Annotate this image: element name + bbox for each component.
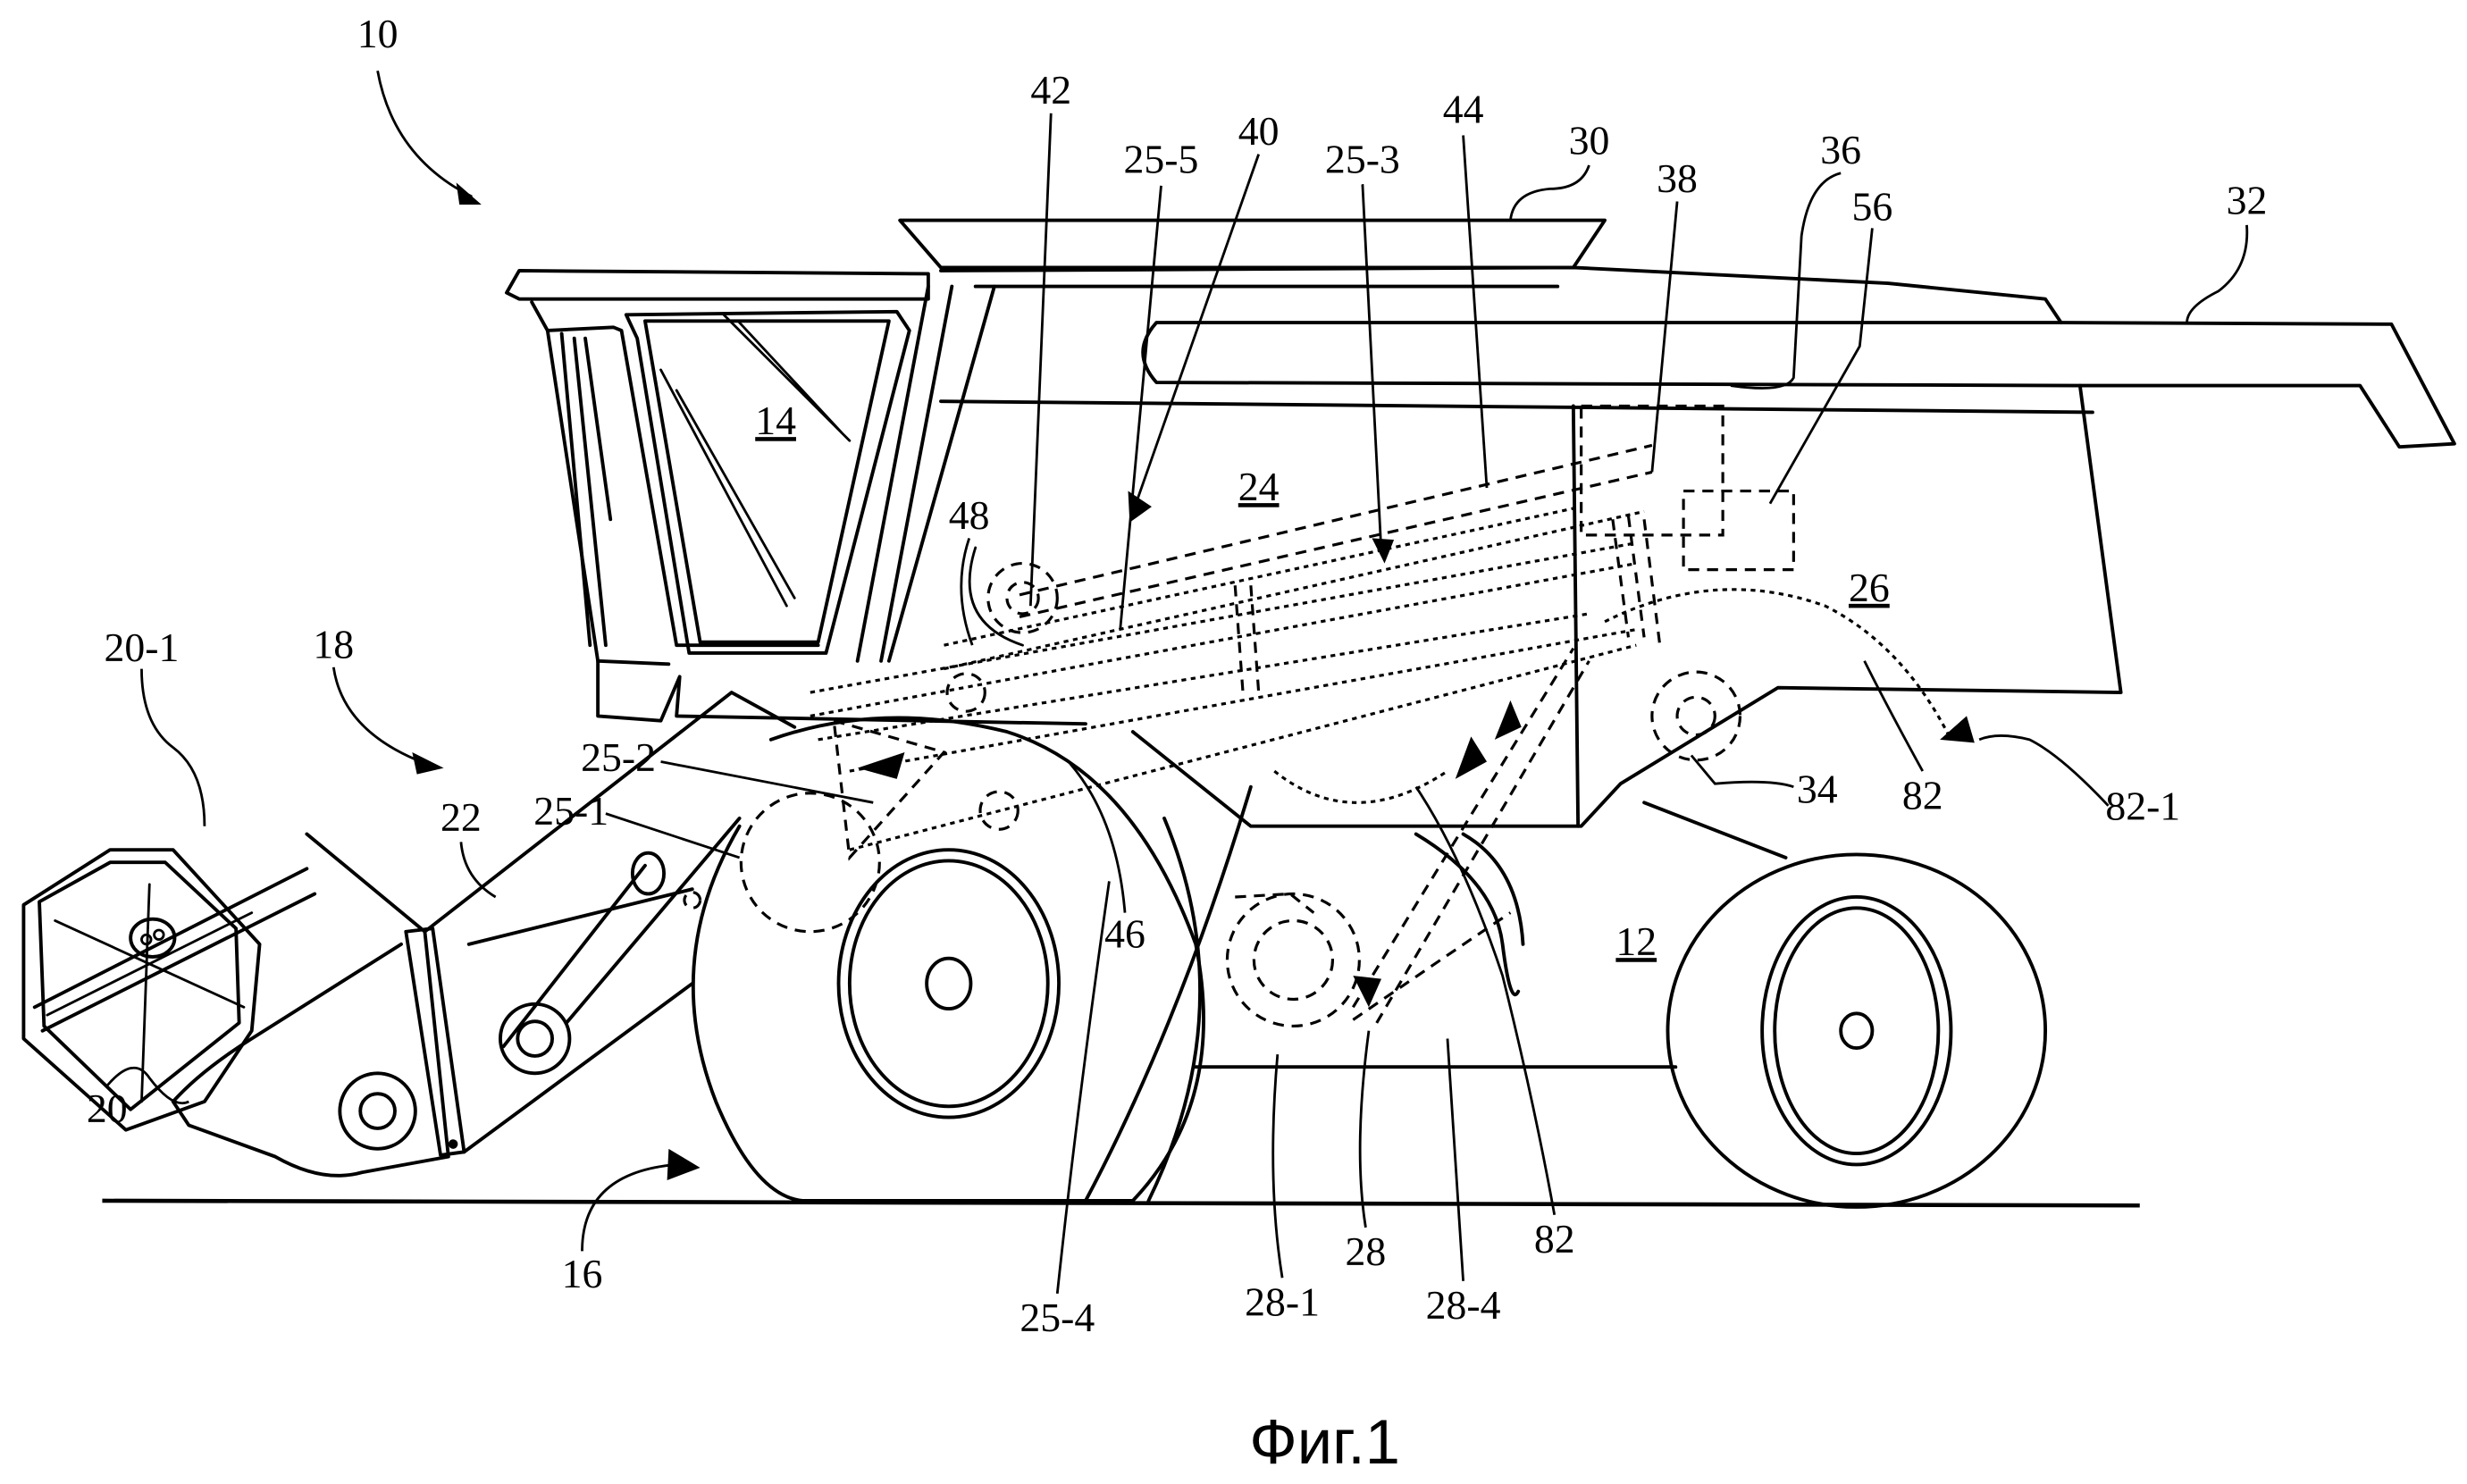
- label-82-1: 82-1: [2105, 784, 2180, 829]
- machine-body: [898, 218, 2456, 828]
- label-28-4: 28-4: [1426, 1282, 1501, 1328]
- label-82-right: 82: [1902, 772, 1943, 817]
- label-25-5: 25-5: [1124, 137, 1199, 182]
- label-34: 34: [1797, 766, 1838, 811]
- label-30: 30: [1569, 118, 1610, 163]
- figure-caption: Фиг.1: [1249, 1406, 1400, 1477]
- label-82-bottom: 82: [1534, 1216, 1575, 1262]
- label-20: 20: [87, 1086, 128, 1131]
- internal-threshing-system: [683, 404, 1952, 1028]
- label-10: 10: [357, 11, 399, 56]
- roller-42: [986, 561, 1059, 634]
- label-32: 32: [2227, 178, 2268, 223]
- label-40: 40: [1238, 108, 1280, 154]
- operator-cab: [505, 269, 1087, 726]
- label-38: 38: [1657, 155, 1698, 201]
- label-25-1: 25-1: [533, 788, 608, 834]
- label-12: 12: [1615, 918, 1657, 964]
- feeder-22: [423, 691, 797, 934]
- label-22: 22: [441, 794, 482, 840]
- label-44: 44: [1443, 86, 1484, 131]
- label-56: 56: [1852, 184, 1893, 230]
- unloading-auger-32: [1141, 321, 2456, 449]
- label-26: 26: [1849, 565, 1890, 610]
- grain-tank-30: [898, 218, 1607, 270]
- front-track-wheel: [691, 716, 1253, 1203]
- label-25-3: 25-3: [1325, 137, 1400, 182]
- cleaning-drum-25-1: [739, 792, 881, 934]
- label-25-2: 25-2: [581, 734, 656, 780]
- flow-arrows: [857, 700, 1975, 1008]
- path-82: [1604, 588, 1952, 741]
- roller-48: [945, 672, 986, 713]
- label-24: 24: [1238, 464, 1280, 509]
- label-28-1: 28-1: [1245, 1279, 1320, 1325]
- label-16: 16: [562, 1251, 603, 1296]
- label-46: 46: [1104, 910, 1145, 956]
- reel-20-1: [21, 848, 262, 1132]
- label-20-1: 20-1: [105, 625, 180, 670]
- chamber-56: [1682, 489, 1795, 572]
- label-36: 36: [1820, 127, 1861, 172]
- label-42: 42: [1030, 67, 1071, 113]
- rear-wheel: [1194, 801, 2048, 1209]
- label-48: 48: [949, 492, 990, 538]
- reference-labels: 10 42 25-5 40 25-3 44 30 38 36 56 32 14 …: [87, 11, 2268, 1477]
- label-28: 28: [1346, 1228, 1387, 1274]
- leader-lines: [105, 71, 2249, 1295]
- auger-28: [1225, 892, 1361, 1028]
- label-18: 18: [313, 621, 354, 667]
- header-assembly: [21, 691, 797, 1178]
- label-14: 14: [755, 398, 796, 443]
- fan-34: [1650, 670, 1742, 762]
- ground-line: [102, 1198, 2140, 1208]
- chamber-36: [1580, 404, 1724, 537]
- label-25-4: 25-4: [1020, 1295, 1095, 1340]
